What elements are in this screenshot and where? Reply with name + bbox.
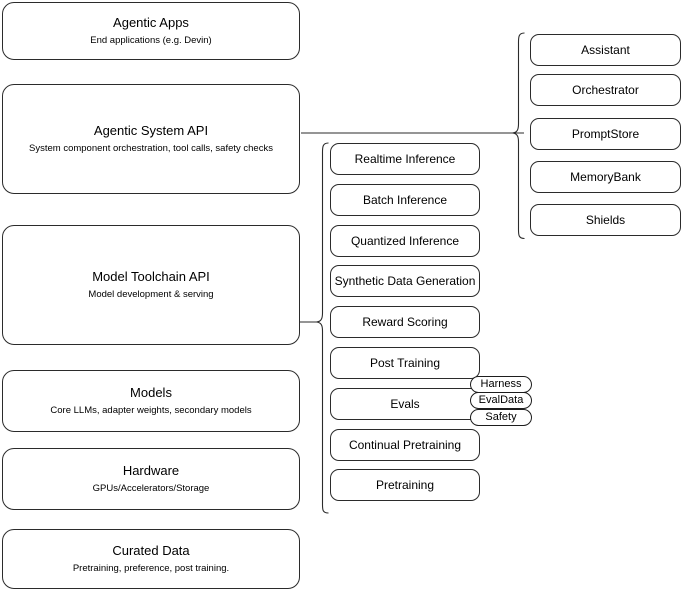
brace-system-components	[512, 32, 525, 240]
layer-subtitle: Pretraining, preference, post training.	[72, 563, 230, 574]
layer-title: Models	[130, 385, 172, 400]
layer-subtitle: End applications (e.g. Devin)	[90, 35, 212, 46]
layer-agentic-system-api[interactable]: Agentic System API System component orch…	[2, 84, 300, 194]
system-component-promptstore[interactable]: PromptStore	[530, 118, 681, 150]
layer-subtitle: GPUs/Accelerators/Storage	[92, 483, 210, 494]
layer-title: Agentic System API	[93, 123, 209, 138]
layer-title: Curated Data	[112, 543, 190, 558]
layer-curated-data[interactable]: Curated Data Pretraining, preference, po…	[2, 529, 300, 589]
evals-subcomponent-safety[interactable]: Safety	[470, 409, 532, 426]
toolchain-component-synthetic-data-generation[interactable]: Synthetic Data Generation	[330, 265, 480, 297]
toolchain-component-batch-inference[interactable]: Batch Inference	[330, 184, 480, 216]
layer-subtitle: System component orchestration, tool cal…	[29, 143, 273, 154]
toolchain-component-realtime-inference[interactable]: Realtime Inference	[330, 143, 480, 175]
system-component-memorybank[interactable]: MemoryBank	[530, 161, 681, 193]
toolchain-component-continual-pretraining[interactable]: Continual Pretraining	[330, 429, 480, 461]
toolchain-component-pretraining[interactable]: Pretraining	[330, 469, 480, 501]
layer-model-toolchain-api[interactable]: Model Toolchain API Model development & …	[2, 225, 300, 345]
system-component-shields[interactable]: Shields	[530, 204, 681, 236]
toolchain-component-reward-scoring[interactable]: Reward Scoring	[330, 306, 480, 338]
toolchain-component-quantized-inference[interactable]: Quantized Inference	[330, 225, 480, 257]
toolchain-component-post-training[interactable]: Post Training	[330, 347, 480, 379]
brace-toolchain-components	[316, 142, 329, 514]
layer-title: Agentic Apps	[113, 15, 189, 30]
evals-subcomponent-evaldata[interactable]: EvalData	[470, 392, 532, 409]
layer-hardware[interactable]: Hardware GPUs/Accelerators/Storage	[2, 448, 300, 510]
layer-models[interactable]: Models Core LLMs, adapter weights, secon…	[2, 370, 300, 432]
layer-title: Model Toolchain API	[92, 269, 210, 284]
system-component-assistant[interactable]: Assistant	[530, 34, 681, 66]
evals-subcomponent-harness[interactable]: Harness	[470, 376, 532, 393]
system-component-orchestrator[interactable]: Orchestrator	[530, 74, 681, 106]
toolchain-component-evals[interactable]: Evals	[330, 388, 480, 420]
layer-subtitle: Model development & serving	[88, 289, 214, 300]
layer-agentic-apps[interactable]: Agentic Apps End applications (e.g. Devi…	[2, 2, 300, 60]
layer-subtitle: Core LLMs, adapter weights, secondary mo…	[50, 405, 252, 416]
layer-title: Hardware	[122, 463, 180, 478]
